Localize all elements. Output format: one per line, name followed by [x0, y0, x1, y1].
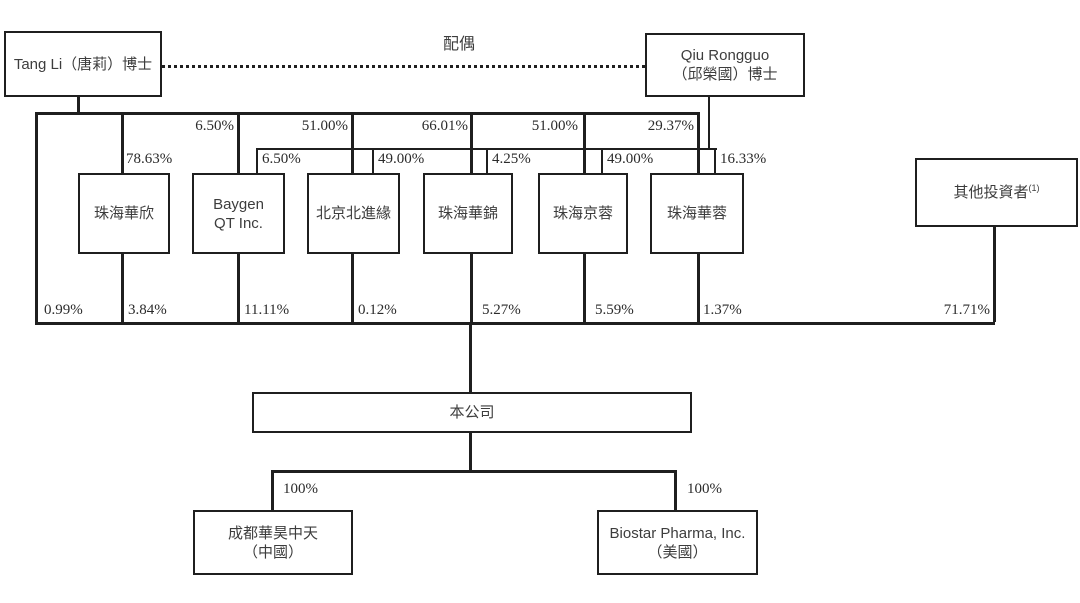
pct-qiu-huajin: 4.25%	[492, 151, 531, 167]
pct-otherinvestors-company: 71.71%	[943, 302, 990, 318]
box-chengdu-huahao: 成都華昊中天 （中國）	[193, 510, 353, 575]
box-biostar-pharma: Biostar Pharma, Inc. （美國）	[597, 510, 758, 575]
tang-li-name: Tang Li（唐莉）博士	[13, 55, 153, 73]
box-zhuhai-huajin: 珠海華錦	[423, 173, 513, 254]
drop-qiu-jingrong	[601, 148, 603, 173]
company-bus-line	[35, 322, 995, 325]
pct-tang-beijinyuan: 51.00%	[301, 118, 348, 134]
drop-tang-huajin	[470, 112, 473, 173]
drop-tang-baygen	[237, 112, 240, 173]
box-tang-li: Tang Li（唐莉）博士	[4, 31, 162, 97]
drop-tang-jingrong	[583, 112, 586, 173]
qiu-rongguo-stem-line	[708, 97, 710, 148]
subsidiary-bus-line	[271, 470, 677, 473]
box-zhuhai-huaxin: 珠海華欣	[78, 173, 170, 254]
pct-huajin-company: 5.27%	[482, 302, 521, 318]
chengdu-huahao-name-line2: （中國）	[242, 543, 303, 561]
box-zhuhai-jingrong: 珠海京蓉	[538, 173, 628, 254]
baygen-name-line1: Baygen	[213, 195, 264, 213]
spouse-label: 配偶	[442, 36, 475, 53]
drop-huaxin-company	[121, 254, 124, 322]
pct-jingrong-company: 5.59%	[595, 302, 634, 318]
pct-tang-huaxin: 78.63%	[126, 151, 173, 167]
pct-tang-baygen: 6.50%	[195, 118, 234, 134]
spouse-dotted-connector	[162, 65, 645, 68]
drop-tang-beijinyuan	[351, 112, 354, 173]
pct-huarong-company: 1.37%	[703, 302, 742, 318]
tang-li-stem-line	[77, 97, 80, 113]
zhuhai-huajin-name: 珠海華錦	[437, 205, 498, 222]
box-beijing-beijinyuan: 北京北進緣	[307, 173, 400, 254]
drop-qiu-beijinyuan	[372, 148, 374, 173]
pct-huaxin-company: 3.84%	[128, 302, 167, 318]
zhuhai-jingrong-name: 珠海京蓉	[552, 205, 613, 222]
pct-tang-jingrong: 51.00%	[531, 118, 578, 134]
drop-huajin-company	[470, 254, 473, 322]
tang-li-bus-line	[35, 112, 700, 115]
box-company: 本公司	[252, 392, 692, 433]
drop-huarong-company	[697, 254, 700, 322]
biostar-pharma-name-line2: （美國）	[647, 543, 708, 561]
company-down-stem-line	[469, 433, 472, 470]
pct-tangli-company: 0.99%	[44, 302, 83, 318]
drop-qiu-baygen	[256, 148, 258, 173]
tang-li-direct-drop-line	[35, 112, 38, 324]
chengdu-huahao-name-line1: 成都華昊中天	[227, 524, 318, 542]
drop-tang-huaxin	[121, 112, 124, 173]
pct-baygen-company: 11.11%	[244, 302, 290, 318]
other-investors-name: 其他投資者(1)	[953, 183, 1040, 202]
drop-company-biostar	[674, 470, 677, 510]
drop-qiu-huarong	[714, 148, 716, 173]
box-other-investors: 其他投資者(1)	[915, 158, 1078, 227]
pct-beijinyuan-company: 0.12%	[358, 302, 397, 318]
box-baygen: Baygen QT Inc.	[192, 173, 285, 254]
drop-baygen-company	[237, 254, 240, 322]
qiu-rongguo-name-line2: （邱榮國）博士	[672, 66, 778, 83]
pct-qiu-huarong: 16.33%	[720, 151, 767, 167]
box-zhuhai-huarong: 珠海華蓉	[650, 173, 744, 254]
drop-jingrong-company	[583, 254, 586, 322]
pct-qiu-baygen: 6.50%	[262, 151, 301, 167]
pct-qiu-beijinyuan: 49.00%	[378, 151, 425, 167]
drop-beijinyuan-company	[351, 254, 354, 322]
pct-qiu-jingrong: 49.00%	[607, 151, 654, 167]
drop-company-chengdu	[271, 470, 274, 510]
other-investors-footnote: (1)	[1028, 183, 1040, 193]
zhuhai-huarong-name: 珠海華蓉	[666, 205, 727, 222]
baygen-name-line2: QT Inc.	[214, 214, 263, 232]
company-name: 本公司	[449, 404, 495, 421]
pct-company-chengdu: 100%	[283, 481, 318, 497]
zhuhai-huaxin-name: 珠海華欣	[93, 205, 154, 222]
drop-tang-huarong	[697, 112, 700, 173]
pct-company-biostar: 100%	[687, 481, 722, 497]
qiu-rongguo-name-line1: Qiu Rongguo	[680, 47, 770, 64]
drop-otherinvestors-company	[993, 227, 996, 322]
biostar-pharma-name-line1: Biostar Pharma, Inc.	[609, 524, 746, 542]
company-stem-line	[469, 322, 472, 392]
pct-tang-huarong: 29.37%	[647, 118, 694, 134]
beijing-beijinyuan-name: 北京北進緣	[315, 205, 391, 222]
drop-qiu-huajin	[486, 148, 488, 173]
pct-tang-huajin: 66.01%	[421, 118, 468, 134]
box-qiu-rongguo: Qiu Rongguo （邱榮國）博士	[645, 33, 805, 97]
